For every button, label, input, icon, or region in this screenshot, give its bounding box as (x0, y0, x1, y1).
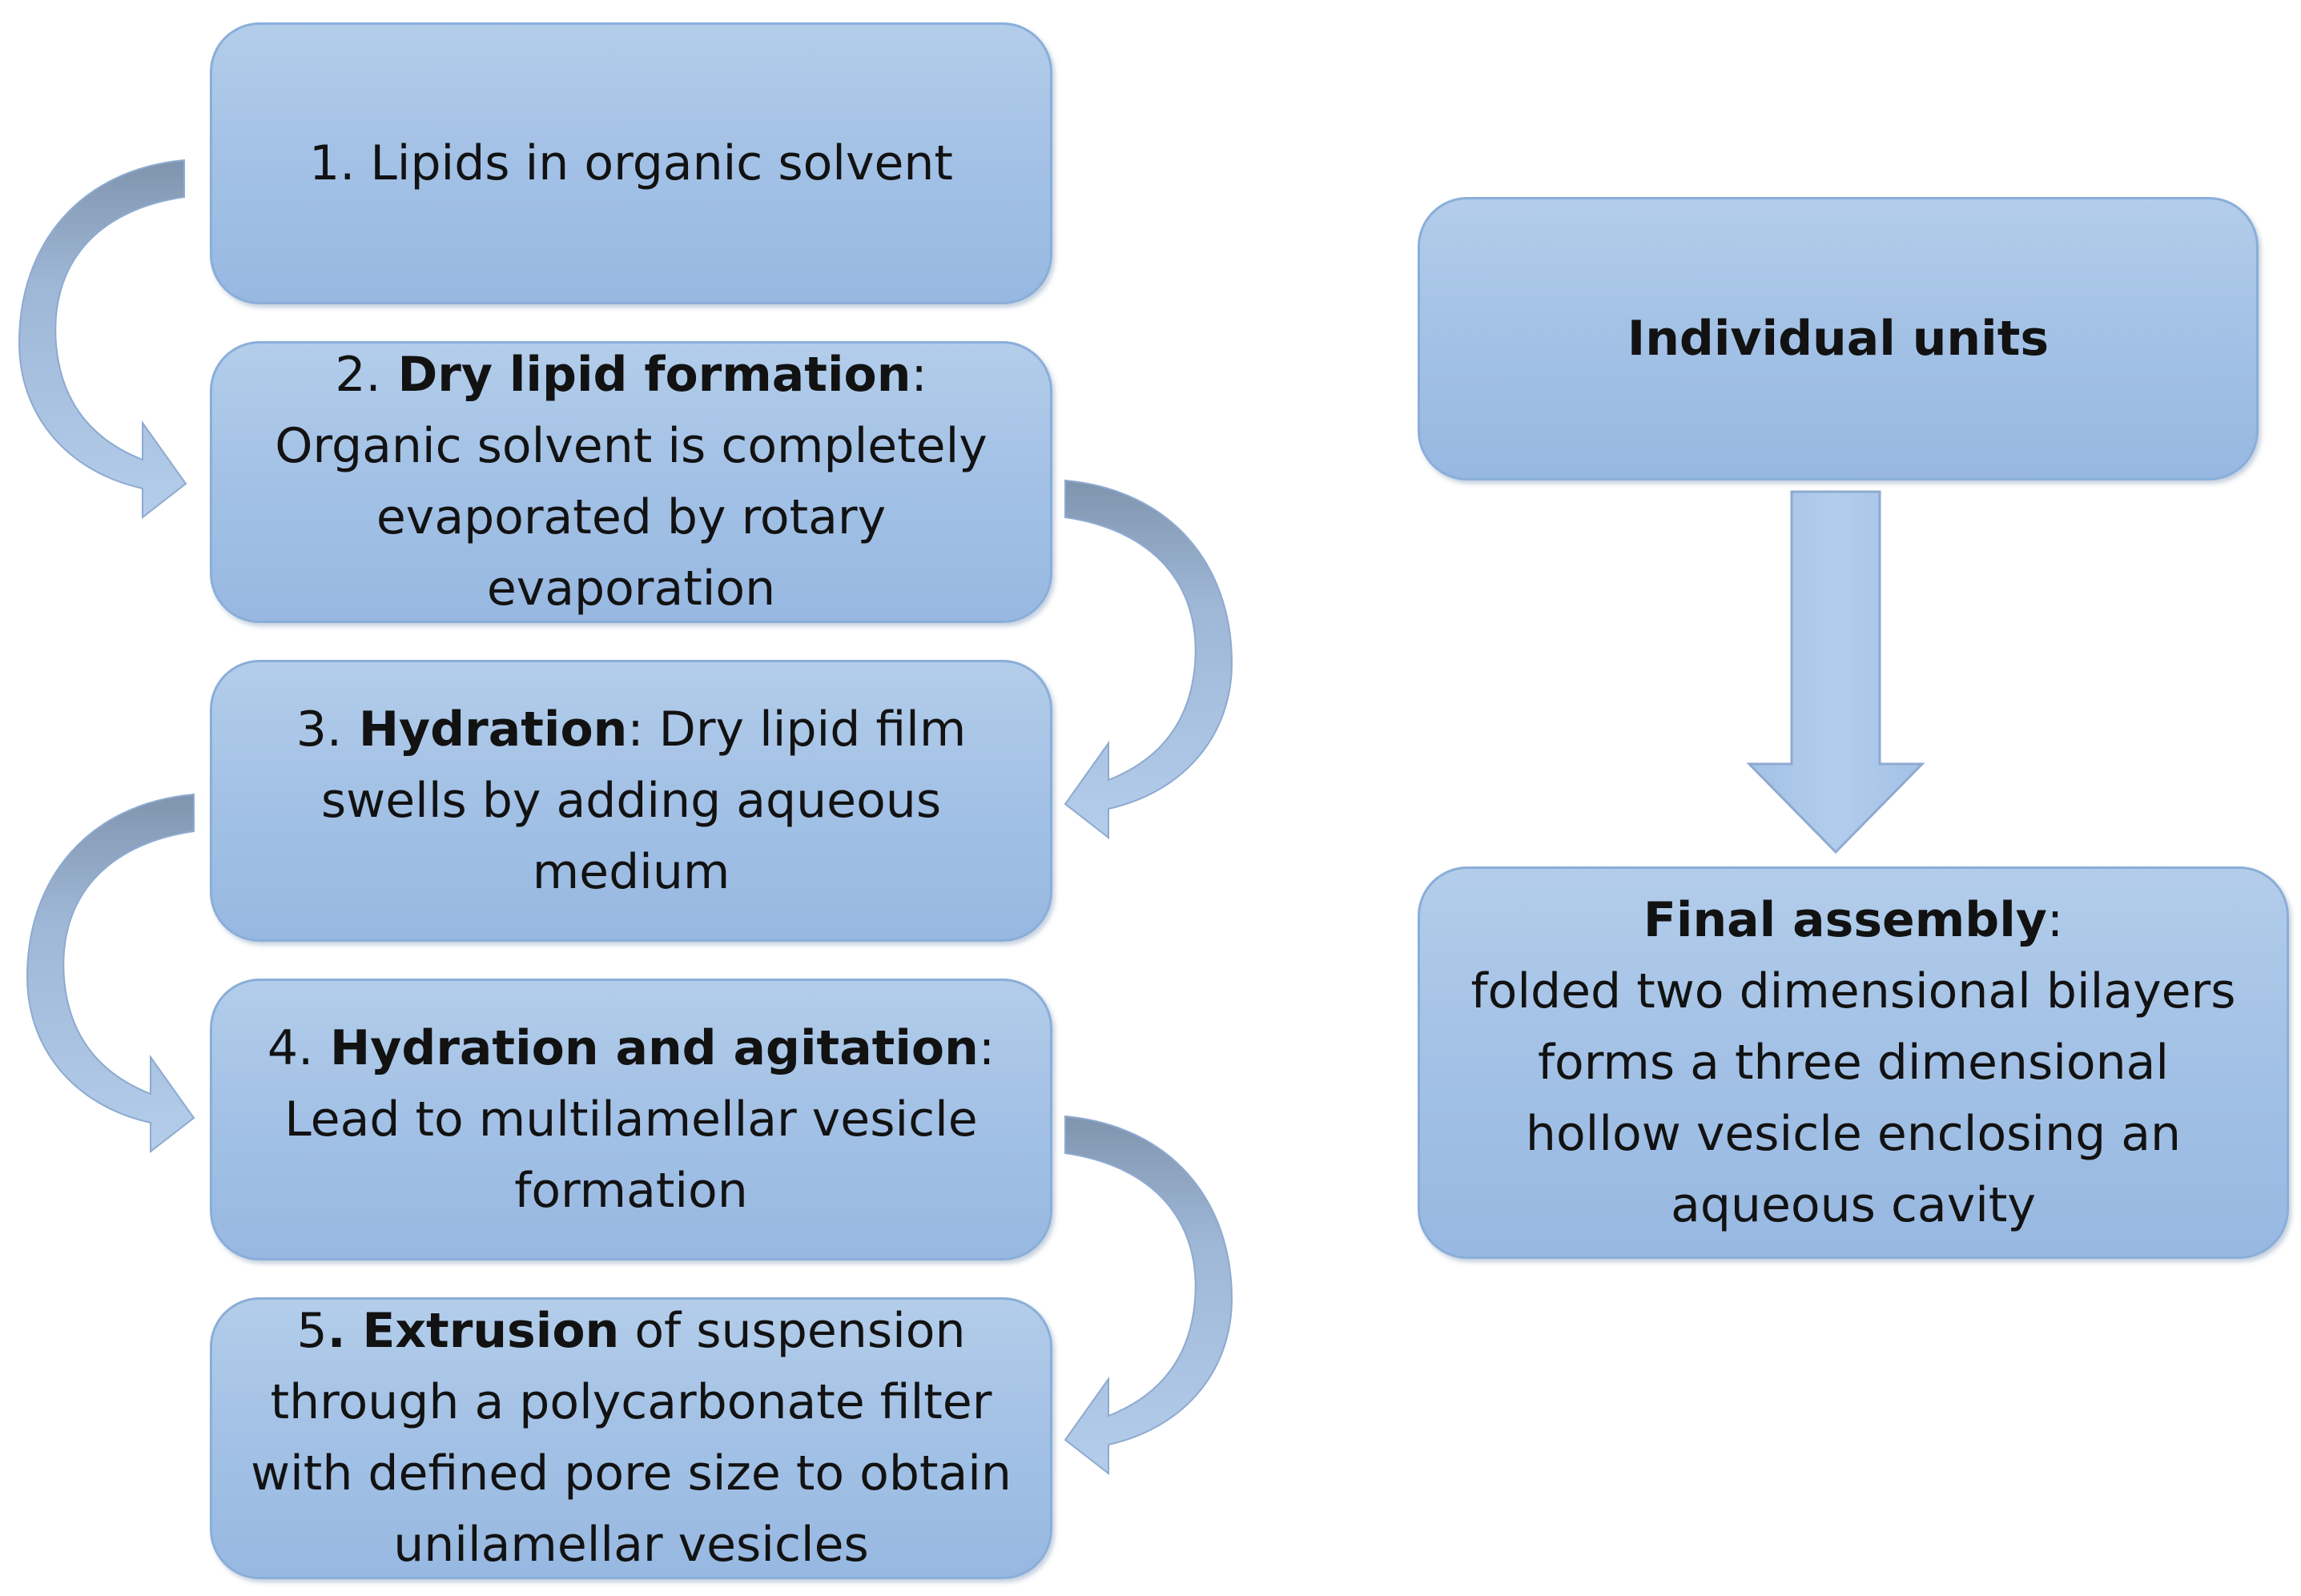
step-5-box: 5. Extrusion of suspension through a pol… (210, 1297, 1052, 1579)
step-3-description: : Dry lipid film swells by adding aqueou… (320, 701, 967, 900)
individual-units-label: Individual units (1627, 310, 2050, 367)
step-4-title: Hydration and agitation (313, 1019, 979, 1076)
individual-units-text: Individual units (1627, 304, 2049, 375)
curved-arrow-step-2-to-3 (1064, 479, 1233, 840)
down-arrow-units-to-assembly (1746, 490, 1925, 854)
step-4-number: 4. (267, 1019, 314, 1076)
step-5-number: 5 (296, 1303, 328, 1359)
step-1-description: Lipids in organic solvent (355, 135, 953, 191)
step-2-description: : Organic solvent is completely evaporat… (275, 347, 988, 617)
step-4-description: : Lead to multilamellar vesicle formatio… (284, 1019, 996, 1219)
curved-arrow-step-3-to-4 (26, 793, 195, 1154)
final-assembly-colon: : (2046, 891, 2064, 948)
curved-arrow-step-4-to-5 (1064, 1115, 1233, 1476)
final-assembly-description: folded two dimensional bilayers forms a … (1470, 963, 2236, 1233)
step-3-title: Hydration (341, 701, 628, 758)
step-5-title: . Extrusion (327, 1303, 620, 1359)
step-2-text: 2. Dry lipid formation: Organic solvent … (247, 340, 1015, 625)
step-3-text: 3. Hydration: Dry lipid film swells by a… (247, 694, 1015, 908)
step-1-box: 1. Lipids in organic solvent (210, 22, 1052, 304)
final-assembly-box: Final assembly: folded two dimensional bi… (1418, 866, 2289, 1259)
curved-arrow-step-1-to-2 (18, 159, 187, 520)
step-1-number: 1. (309, 135, 356, 191)
step-2-number: 2. (335, 347, 381, 403)
step-1-text: 1. Lipids in organic solvent (309, 128, 953, 199)
final-assembly-text: Final assembly: folded two dimensional bi… (1455, 885, 2251, 1241)
step-2-title: Dry lipid formation (380, 347, 911, 403)
step-3-number: 3. (296, 701, 342, 758)
final-assembly-title: Final assembly (1643, 891, 2047, 948)
individual-units-box: Individual units (1418, 197, 2259, 480)
step-5-description: of suspension through a polycarbonate fi… (251, 1303, 1012, 1573)
step-4-text: 4. Hydration and agitation: Lead to mult… (247, 1013, 1015, 1227)
step-4-box: 4. Hydration and agitation: Lead to mult… (210, 979, 1052, 1260)
step-3-box: 3. Hydration: Dry lipid film swells by a… (210, 660, 1052, 942)
step-5-text: 5. Extrusion of suspension through a pol… (247, 1296, 1015, 1581)
step-2-box: 2. Dry lipid formation: Organic solvent … (210, 341, 1052, 623)
